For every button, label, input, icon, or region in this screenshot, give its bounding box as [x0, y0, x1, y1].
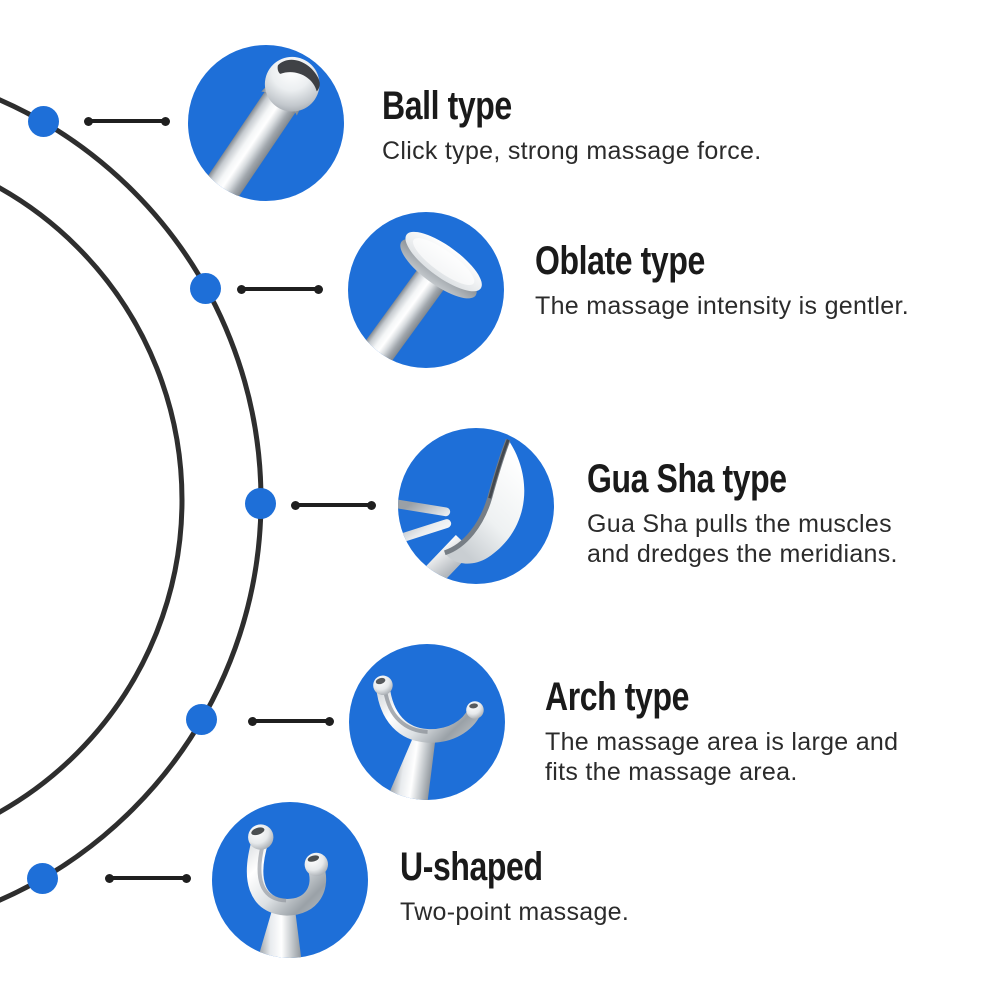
outer-arc — [0, 97, 264, 903]
inner-arc — [0, 185, 185, 815]
